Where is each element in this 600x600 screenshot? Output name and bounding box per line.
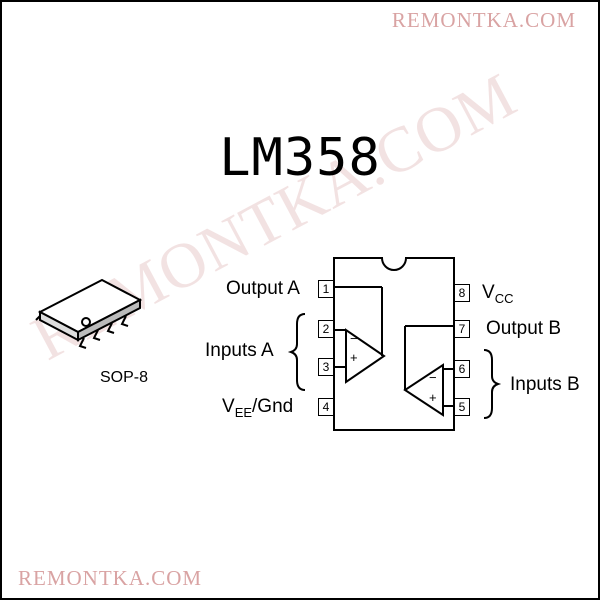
watermark-top: REMONTKA.COM	[391, 8, 576, 32]
pin-8-label-sub: CC	[494, 291, 514, 306]
ic-body	[333, 257, 455, 431]
brace-inputs-b	[483, 349, 502, 419]
pin-4-label-sub: EE	[234, 405, 253, 420]
pin-4-label: VEE/Gnd	[222, 396, 293, 420]
pin-7-number: 7	[454, 320, 470, 338]
opamp-b-minus: −	[429, 370, 437, 385]
pin-4-label-main: V	[222, 396, 235, 417]
pin-1-number: 1	[318, 280, 334, 298]
brace-inputs-a	[287, 313, 306, 391]
pin-6-number: 6	[454, 360, 470, 378]
pin-8-number: 8	[454, 284, 470, 302]
inputs-a-label: Inputs A	[205, 340, 274, 361]
watermark-bottom: REMONTKA.COM	[18, 566, 203, 590]
sop8-package-icon	[35, 278, 143, 349]
opamp-b-signs: − +	[429, 370, 437, 405]
pin-4-label-rest: /Gnd	[252, 396, 294, 417]
pin-7-label: Output B	[486, 318, 561, 339]
opamp-b-plus: +	[429, 390, 437, 405]
pin-5-number: 5	[454, 398, 470, 416]
pin-8-label: VCC	[482, 282, 513, 306]
package-label: SOP-8	[100, 369, 149, 386]
opamp-a-signs: − +	[350, 331, 358, 365]
pin-1-label: Output A	[226, 278, 300, 299]
pin-8-label-main: V	[482, 282, 495, 303]
opamp-b-symbol	[403, 325, 454, 417]
pin-3-number: 3	[318, 358, 334, 376]
pin-4-number: 4	[318, 398, 334, 416]
opamp-a-symbol	[334, 286, 386, 384]
inputs-b-label: Inputs B	[510, 374, 580, 395]
opamp-a-plus: +	[350, 350, 358, 365]
pin-2-number: 2	[318, 320, 334, 338]
opamp-a-minus: −	[350, 331, 358, 346]
chip-title: LM358	[219, 128, 381, 188]
